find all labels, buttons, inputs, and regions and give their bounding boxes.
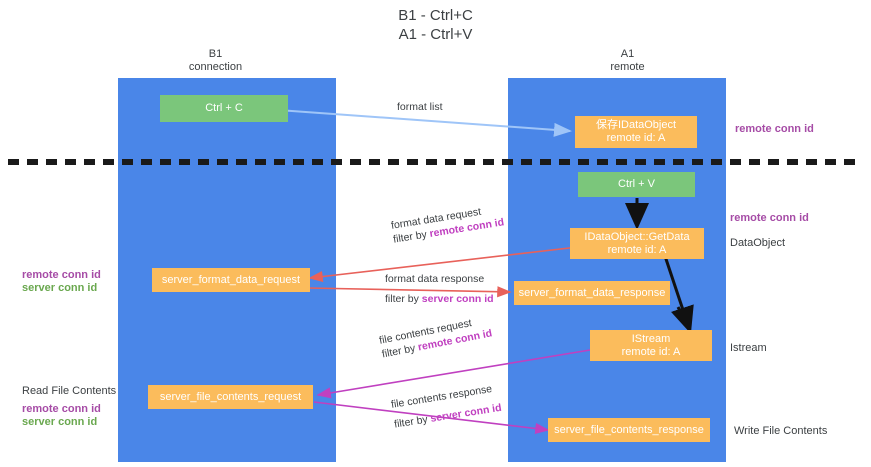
- box-ctrl-c[interactable]: Ctrl + C: [160, 95, 288, 122]
- edge-label-format-data-response-main: format data response: [385, 273, 485, 285]
- left-label-remote-conn-id-mid: remote conn id: [22, 269, 101, 281]
- filter-prefix: filter by: [393, 412, 432, 431]
- left-label-read-file-contents: Read File Contents: [22, 385, 117, 397]
- column-header-b1: B1 connection: [148, 48, 283, 74]
- edge-label-file-contents-request: file contents request filter by remote c…: [378, 313, 493, 362]
- left-label-server-conn-id-mid: server conn id: [22, 282, 98, 294]
- title-line-1: B1 - Ctrl+C: [398, 7, 473, 24]
- box-ctrl-v-label: Ctrl + V: [618, 178, 655, 190]
- title-line-2: A1 - Ctrl+V: [398, 26, 473, 43]
- box-getdata-line1: IDataObject::GetData: [584, 230, 690, 243]
- filter-key-server-conn-id: server conn id: [421, 293, 494, 305]
- box-save-idataobject-line2: remote id: A: [606, 132, 666, 144]
- box-server-file-contents-response[interactable]: server_file_contents_response: [548, 418, 710, 442]
- box-save-idataobject[interactable]: 保存IDataObject remote id: A: [575, 116, 697, 148]
- right-label-write-file-contents: Write File Contents: [734, 425, 828, 437]
- box-server-format-data-request-label: server_format_data_request: [161, 273, 301, 286]
- diagram-title: B1 - Ctrl+C A1 - Ctrl+V: [0, 6, 871, 44]
- right-label-dataobject: DataObject: [730, 237, 786, 249]
- column-header-b1-sub: connection: [188, 61, 243, 73]
- box-ctrl-v[interactable]: Ctrl + V: [578, 172, 695, 197]
- filter-key-server-conn-id: server conn id: [429, 401, 503, 425]
- column-header-a1: A1 remote: [560, 48, 695, 74]
- box-idataobject-getdata[interactable]: IDataObject::GetData remote id: A: [570, 228, 704, 259]
- edge-label-format-list: format list: [397, 101, 443, 113]
- box-server-format-data-request[interactable]: server_format_data_request: [152, 268, 310, 292]
- right-label-remote-conn-id-mid: remote conn id: [730, 212, 809, 224]
- box-server-file-contents-request-label: server_file_contents_request: [159, 390, 302, 403]
- box-save-idataobject-line1: 保存IDataObject: [595, 119, 677, 131]
- column-header-a1-sub: remote: [610, 61, 645, 73]
- column-header-b1-name: B1: [208, 48, 223, 60]
- box-ctrl-c-label: Ctrl + C: [205, 102, 243, 114]
- edge-label-format-data-response-filter: filter by server conn id: [385, 292, 494, 306]
- edge-label-file-contents-response: file contents response filter by server …: [390, 381, 503, 432]
- right-label-remote-conn-id-top: remote conn id: [735, 123, 814, 135]
- box-server-file-contents-response-label: server_file_contents_response: [554, 423, 704, 436]
- left-label-remote-conn-id-bottom: remote conn id: [22, 403, 101, 415]
- column-header-a1-name: A1: [620, 48, 635, 60]
- box-server-format-data-response-label: server_format_data_response: [518, 286, 666, 299]
- right-label-istream: Istream: [730, 342, 767, 354]
- box-server-format-data-response[interactable]: server_format_data_response: [514, 281, 670, 305]
- box-istream[interactable]: IStream remote id: A: [590, 330, 712, 361]
- edge-label-format-data-response: format data response filter by server co…: [385, 272, 494, 306]
- filter-prefix: filter by: [385, 293, 422, 305]
- box-istream-line2: remote id: A: [621, 345, 681, 358]
- edge-label-format-data-request: format data request filter by remote con…: [390, 201, 505, 246]
- box-istream-line1: IStream: [631, 332, 671, 345]
- left-label-server-conn-id-bottom: server conn id: [22, 416, 98, 428]
- box-server-file-contents-request[interactable]: server_file_contents_request: [148, 385, 313, 409]
- box-getdata-line2: remote id: A: [607, 243, 667, 256]
